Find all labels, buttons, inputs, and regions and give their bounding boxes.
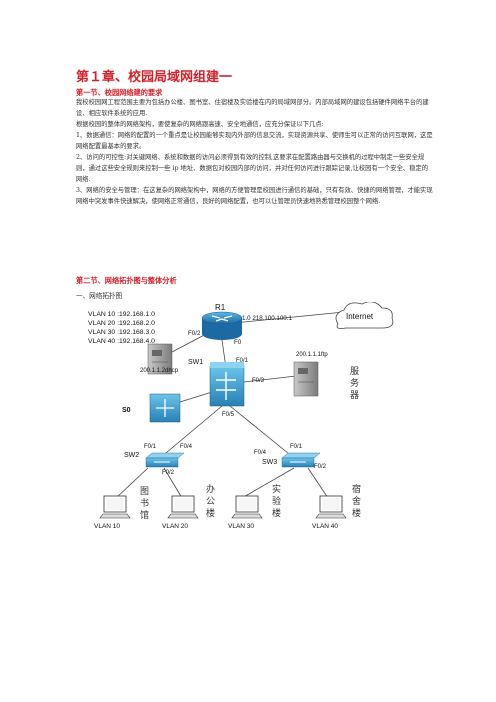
link-sw2-pc2: [163, 467, 183, 499]
port-label: F0/4: [254, 450, 267, 456]
access-switch-sw2: [145, 452, 185, 468]
pc-computer-icon: [167, 495, 199, 519]
section1-heading: 第一节、校园网络建的要求: [76, 88, 163, 97]
switch-s0: [149, 393, 181, 423]
section2-subheading: 一、网络拓扑图: [76, 292, 123, 300]
port-label: F0/3: [252, 378, 265, 384]
paragraph-scope: 我校校园网工程范围主要为包括办公楼、图书室、住宿楼及实验楼在内的局域网部分。内部…: [76, 99, 429, 117]
router-icon: [211, 315, 233, 322]
port-label: F0/5: [222, 412, 235, 418]
chapter-title: 第１章、校园局域网组建一: [76, 70, 233, 85]
svg-text:务: 务: [350, 377, 359, 388]
pc-vlan-label: VLAN 40: [312, 523, 338, 530]
building-label-lab: 实验楼: [272, 483, 281, 518]
building-label-library: 图书馆: [140, 486, 149, 520]
pc-vlan-label: VLAN 30: [228, 523, 254, 530]
link-sw1-sw2: [159, 405, 223, 459]
svg-text:器: 器: [350, 390, 359, 400]
pc-vlan-label: VLAN 10: [94, 523, 120, 530]
svg-text:办: 办: [206, 483, 215, 494]
port-label: F0: [234, 339, 242, 346]
link-sw3-pc4: [307, 467, 329, 499]
paragraph-architecture: 根据校园的整体的网络架构，要使复杂的网络跟高速、安全地通信，应充分保证以下几点:: [76, 121, 324, 128]
link-sw2-pc1: [115, 467, 149, 499]
ftp-label: 200.1.1.1ftp: [296, 352, 328, 358]
port-label: F0/2: [188, 330, 201, 337]
svg-text:服: 服: [350, 366, 359, 376]
svg-text:馆: 馆: [140, 509, 149, 520]
section2-heading: 第二节、网络拓扑图与整体分析: [76, 276, 177, 285]
svg-text:楼: 楼: [352, 507, 361, 518]
svg-text:图: 图: [140, 486, 149, 496]
network-topology-diagram: VLAN 10 :192.168.1.0 VLAN 20 :192.168.2.…: [88, 302, 394, 530]
vlan-list: VLAN 10 :192.168.1.0 VLAN 20 :192.168.2.…: [88, 311, 155, 345]
port-label: F0/2: [162, 470, 175, 476]
pc-computer-icon: [99, 495, 131, 519]
internet-label: Internet: [346, 312, 374, 321]
sw3-label: SW3: [262, 459, 277, 466]
svg-text:舍: 舍: [352, 495, 361, 506]
svg-text:实: 实: [272, 483, 281, 494]
building-label-office: 办公楼: [206, 483, 215, 518]
router-r1: [201, 311, 243, 340]
access-switch-sw3: [281, 452, 321, 468]
pc-computer-icon: [315, 495, 347, 519]
svg-text:验: 验: [272, 495, 281, 506]
paragraph-access-control: 2、访问的可控性:对关键网络、系统和数据的访问必须得到有效的控制,这要求在配置路…: [76, 154, 429, 183]
pc-vlan-label: VLAN 20: [162, 523, 188, 530]
port-label: F0/1: [144, 444, 157, 450]
ftp-server-icon: [293, 361, 319, 397]
switch-arrows-icon: [216, 372, 236, 400]
svg-text:公: 公: [206, 496, 215, 506]
svg-text:书: 书: [140, 498, 149, 508]
router-wan-ip: 1.0 218.100.100.1: [242, 315, 292, 322]
vlan-item: VLAN 10 :192.168.1.0: [88, 311, 155, 318]
vlan-item: VLAN 20 :192.168.2.0: [88, 320, 155, 327]
port-label: F0/1: [236, 358, 249, 364]
vlan-item: VLAN 30 :192.168.3.0: [88, 329, 155, 336]
internet-cloud-icon: [335, 302, 394, 329]
switch-arrows-icon: [156, 399, 174, 417]
s0-label: S0: [122, 407, 131, 414]
port-label: F0/1: [290, 444, 303, 450]
link-sw1-ftp: [243, 375, 297, 383]
dhcp-label: 200.1.1.2dhcp: [140, 368, 179, 374]
server-label: 服 务 器: [350, 366, 359, 400]
core-switch-sw1: [209, 362, 245, 407]
sw1-label: SW1: [188, 359, 203, 366]
link-sw3-pc3: [241, 467, 295, 499]
svg-text:宿: 宿: [352, 483, 361, 494]
sw2-label: SW2: [124, 452, 139, 459]
port-label: F0/4: [180, 444, 193, 450]
port-label: F0/2: [314, 464, 327, 470]
link-sw1-s0: [179, 391, 213, 403]
svg-text:楼: 楼: [206, 507, 215, 518]
dhcp-server-icon: [147, 343, 173, 375]
svg-text:楼: 楼: [272, 507, 281, 518]
building-label-dorm: 宿舍楼: [352, 483, 361, 518]
vlan-item: VLAN 40 :192.168.4.0: [88, 338, 155, 345]
pc-computer-icon: [231, 495, 263, 519]
router-label: R1: [215, 303, 226, 312]
link-r1-internet: [223, 311, 345, 325]
paragraph-communication: 1、数据通信：网络的配置的一个重点是让校园能够实现内外部的信息交流，实现资源共享…: [76, 132, 433, 150]
links: [115, 311, 345, 499]
paragraph-security: 3、网络的安全与管理：在这复杂的网络架构中，网络的方便管理是校园进行通信的基础，…: [76, 187, 433, 205]
link-sw1-sw3: [229, 405, 295, 459]
